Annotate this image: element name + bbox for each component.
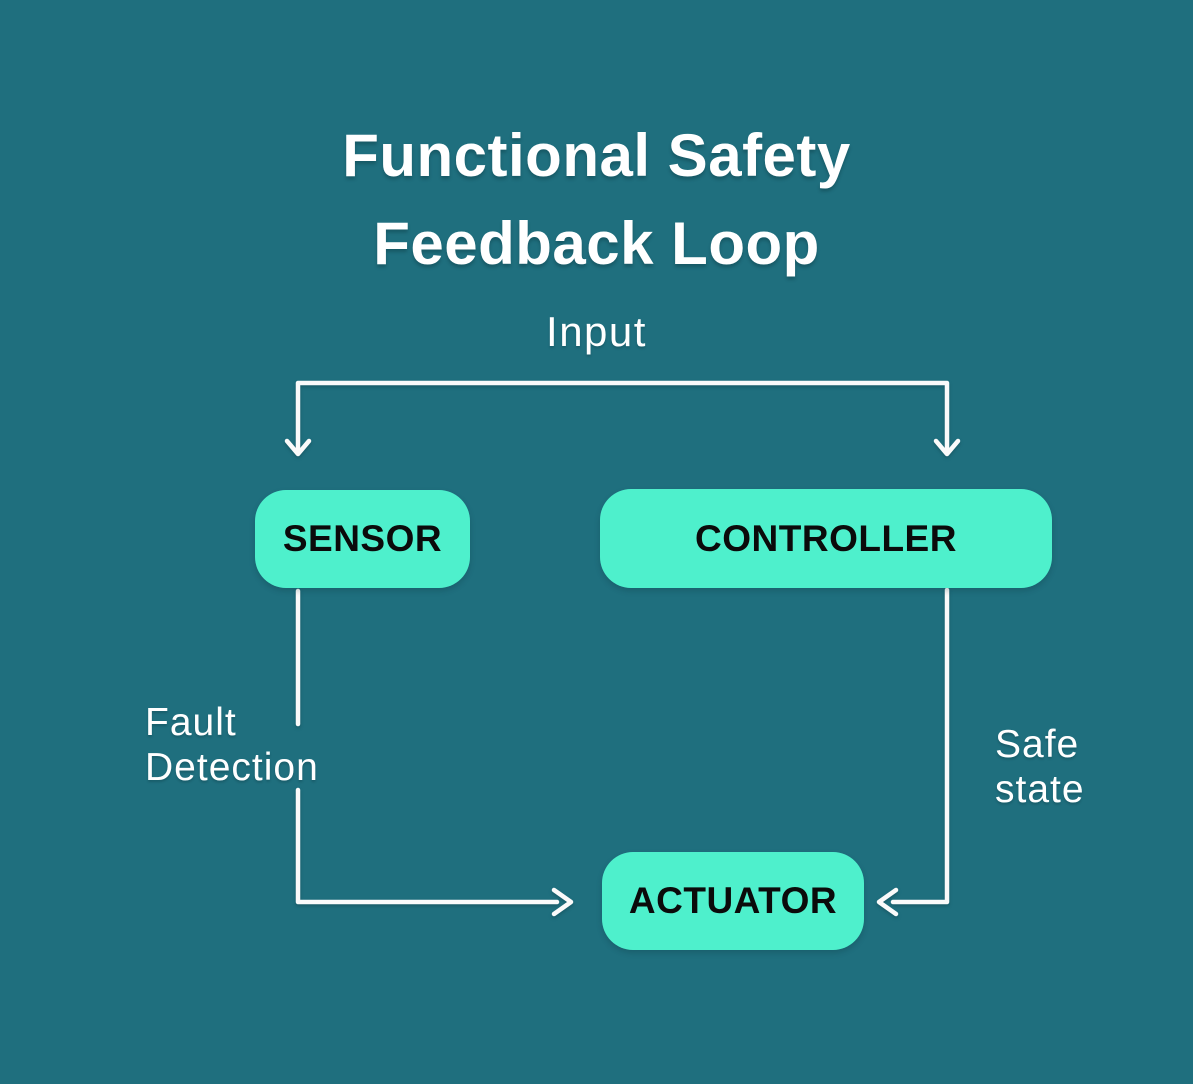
title-line-1: Functional Safety	[342, 122, 851, 189]
edge-sensor-to-actuator	[295, 588, 574, 917]
diagram-title: Functional Safety Feedback Loop	[0, 112, 1193, 288]
input-branch-line	[295, 380, 950, 454]
node-controller-label: CONTROLLER	[695, 517, 957, 559]
node-actuator-label: ACTUATOR	[628, 880, 838, 921]
node-actuator: ACTUATOR	[602, 852, 864, 950]
arrowhead-down-into-controller	[933, 438, 961, 457]
input-label: Input	[546, 308, 647, 355]
fault-detection-label: Fault Detection	[145, 701, 319, 789]
safe-state-label: Safe state	[995, 723, 1085, 811]
node-controller: CONTROLLER	[600, 489, 1052, 588]
arrowhead-left-into-actuator	[876, 887, 899, 917]
arrowhead-right-into-actuator	[551, 887, 574, 917]
node-sensor-label: SENSOR	[282, 518, 443, 559]
arrowhead-down-into-sensor	[284, 438, 312, 457]
controller-line-elbow	[890, 587, 950, 905]
edge-input-branch	[284, 380, 961, 457]
edge-controller-to-actuator	[876, 587, 950, 917]
title-line-2: Feedback Loop	[373, 210, 820, 277]
node-sensor: SENSOR	[255, 490, 470, 588]
sensor-line-elbow	[295, 787, 560, 905]
